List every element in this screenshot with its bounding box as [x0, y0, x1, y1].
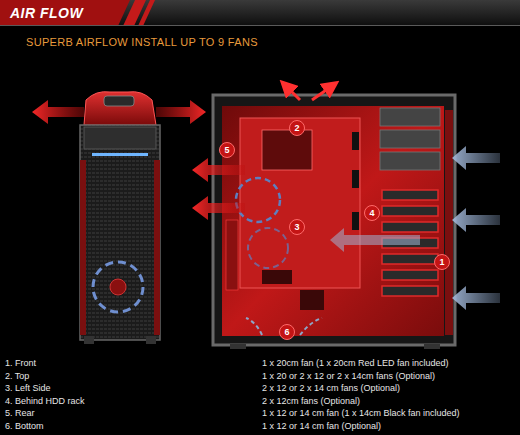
callout-number: 5: [219, 142, 235, 158]
table-cell: 1 x 20 or 2 x 12 or 2 x 14cm fans (Optio…: [262, 371, 435, 382]
page-title: AIR FLOW: [10, 5, 83, 21]
callout-number: 3: [289, 219, 305, 235]
table-cell: 2 x 12cm fans (Optional): [262, 396, 360, 407]
callout-number: 6: [279, 324, 295, 340]
table-cell: 1 x 20cm fan (1 x 20cm Red LED fan inclu…: [262, 358, 449, 369]
subtitle: SUPERB AIRFLOW INSTALL UP TO 9 FANS: [26, 36, 258, 48]
table-cell: 1 x 12 or 14 cm fan (Optional): [262, 421, 381, 432]
table-cell: 2 x 12 or 2 x 14 cm fans (Optional): [262, 383, 400, 394]
table-cell: 2. Top: [5, 371, 29, 382]
table-cell: 1. Front: [5, 358, 36, 369]
callout-number: 2: [289, 120, 305, 136]
callout-number: 1: [434, 254, 450, 270]
table-cell: 5. Rear: [5, 408, 35, 419]
table-cell: 6. Bottom: [5, 421, 44, 432]
callout-number: 4: [364, 205, 380, 221]
table-cell: 1 x 12 or 14 cm fan (1 x 14cm Black fan …: [262, 408, 460, 419]
table-cell: 4. Behind HDD rack: [5, 396, 85, 407]
table-cell: 3. Left Side: [5, 383, 51, 394]
